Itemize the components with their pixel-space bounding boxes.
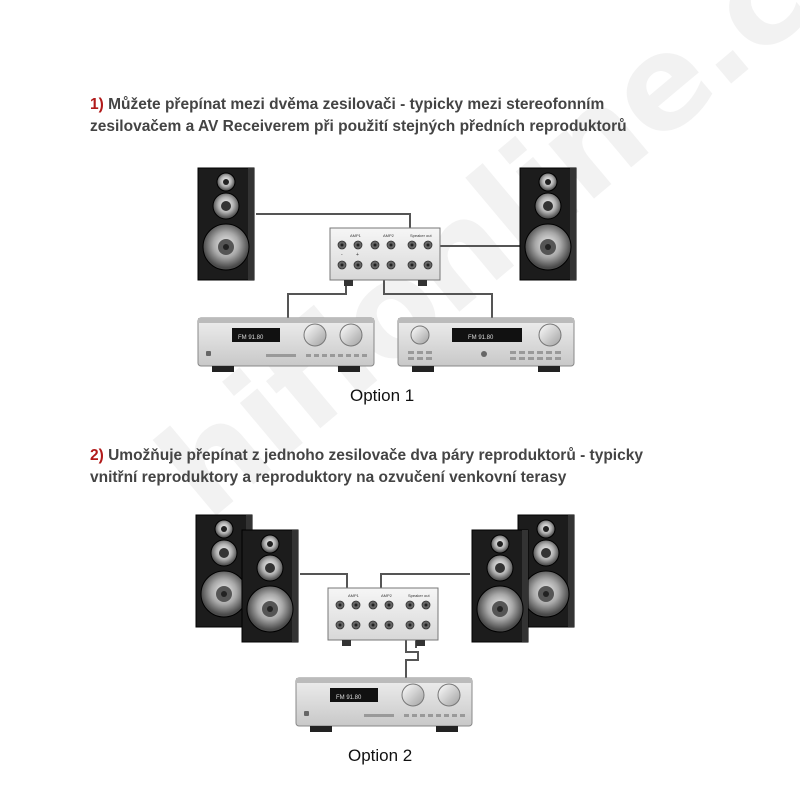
amplifier-display: FM 91.80 xyxy=(336,695,362,701)
switch-label-amp1: AMP1 xyxy=(350,233,362,238)
amplifier-display: FM 91.80 xyxy=(238,335,264,341)
switch-label-amp2: AMP2 xyxy=(381,593,393,598)
section-1-heading: 1) Můžete přepínat mezi dvěma zesilovači… xyxy=(90,94,780,138)
option-2-switch-box: AMP1 AMP2 Speaker out xyxy=(327,587,439,647)
option-1-caption: Option 1 xyxy=(350,386,415,405)
section-2-heading: 2) Umožňuje přepínat z jednoho zesilovač… xyxy=(90,445,780,489)
switch-label-speaker-out: Speaker out xyxy=(410,233,432,238)
switch-label-amp1: AMP1 xyxy=(348,593,360,598)
switch-terminal-plus: + xyxy=(356,252,359,258)
option-1-amplifier-left: FM 91.80 xyxy=(197,317,375,373)
switch-label-speaker-out: Speaker out xyxy=(408,593,430,598)
section-2-text-line2: vnitřní reproduktory a reproduktory na o… xyxy=(90,469,567,486)
option-1-switch-box: AMP1 AMP2 Speaker out - + xyxy=(329,227,441,287)
switch-label-amp2: AMP2 xyxy=(383,233,395,238)
option-1-speaker-right xyxy=(519,167,577,281)
section-2-text-line1: Umožňuje přepínat z jednoho zesilovače d… xyxy=(108,447,643,464)
option-1-speaker-left xyxy=(197,167,255,281)
option-2-caption: Option 2 xyxy=(348,746,413,765)
option-2-speaker-left-front xyxy=(241,529,299,643)
section-2-number: 2) xyxy=(90,447,104,464)
section-1-number: 1) xyxy=(90,96,104,113)
section-1-text-line1: Můžete přepínat mezi dvěma zesilovači - … xyxy=(108,96,605,113)
section-1-text-line2: zesilovačem a AV Receiverem při použití … xyxy=(90,118,627,135)
option-1-amplifier-right: FM 91.80 xyxy=(397,317,575,372)
switch-terminal-minus: - xyxy=(341,252,343,258)
amplifier-display: FM 91.80 xyxy=(468,335,494,341)
option-2-speaker-right-front xyxy=(471,529,529,643)
option-2-amplifier: FM 91.80 xyxy=(295,677,473,733)
